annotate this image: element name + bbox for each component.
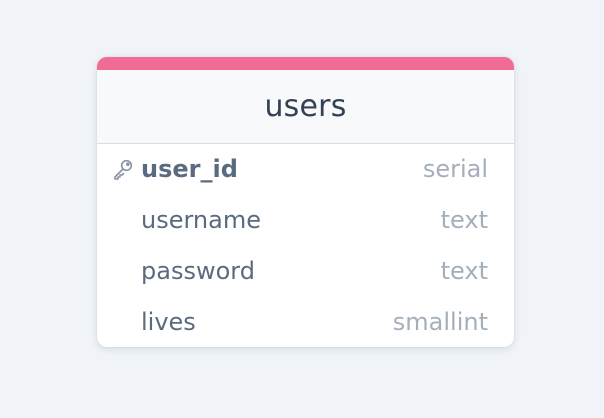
column-type: text [440,256,488,285]
column-name: password [141,256,255,285]
column-row-username[interactable]: username text [97,194,514,245]
column-name: user_id [141,155,238,183]
users-table-node[interactable]: users user_id serial username text p [97,57,514,347]
column-list: user_id serial username text password te… [97,144,514,347]
column-type: text [440,205,488,234]
table-title: users [264,89,347,124]
column-row-password[interactable]: password text [97,245,514,296]
column-type: smallint [392,307,488,336]
column-row-lives[interactable]: lives smallint [97,296,514,347]
column-type: serial [422,155,488,183]
column-name: lives [141,307,196,336]
table-accent-bar [97,57,514,70]
column-row-user-id[interactable]: user_id serial [97,144,514,194]
column-name: username [141,205,261,234]
table-header[interactable]: users [97,70,514,144]
key-icon [111,157,135,181]
